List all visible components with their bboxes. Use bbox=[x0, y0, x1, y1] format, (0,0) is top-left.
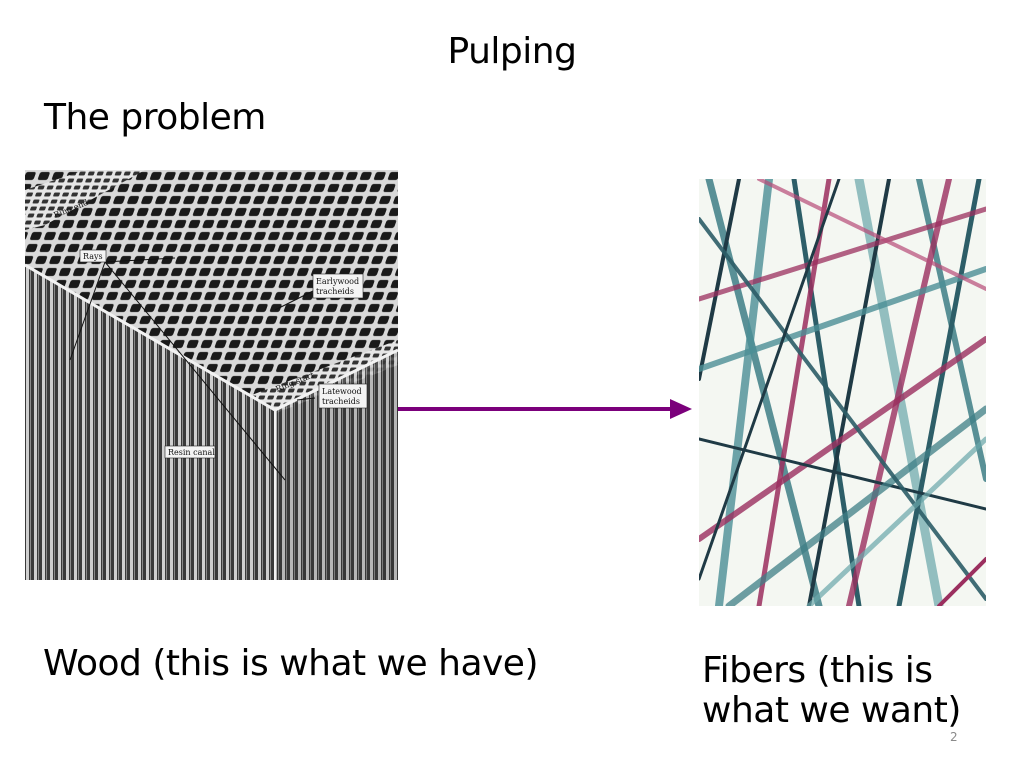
right-arrow-icon bbox=[398, 399, 692, 419]
slide-subheading: The problem bbox=[44, 97, 266, 138]
slide-number: 2 bbox=[950, 730, 958, 744]
wood-micrograph: Ring end Rays Earlywood tracheids Ring s… bbox=[25, 170, 398, 580]
wood-label-rays: Rays bbox=[83, 252, 103, 261]
wood-label-earlywood-tracheids: tracheids bbox=[316, 287, 354, 296]
wood-label-earlywood: Earlywood bbox=[316, 277, 359, 286]
wood-caption: Wood (this is what we have) bbox=[43, 643, 539, 684]
fiber-micrograph-drawing bbox=[699, 179, 986, 606]
fibers-caption: Fibers (this is what we want) bbox=[702, 651, 982, 731]
wood-label-latewood-tracheids: tracheids bbox=[322, 397, 360, 406]
fibers-caption-line-2: what we want) bbox=[702, 690, 961, 731]
fibers-caption-line-1: Fibers (this is bbox=[702, 650, 933, 691]
slide-title: Pulping bbox=[447, 31, 577, 72]
wood-label-resin-canal: Resin canal bbox=[168, 448, 215, 457]
wood-micrograph-drawing: Ring end Rays Earlywood tracheids Ring s… bbox=[25, 170, 398, 580]
wood-label-latewood: Latewood bbox=[322, 387, 362, 396]
fiber-micrograph bbox=[699, 179, 986, 606]
